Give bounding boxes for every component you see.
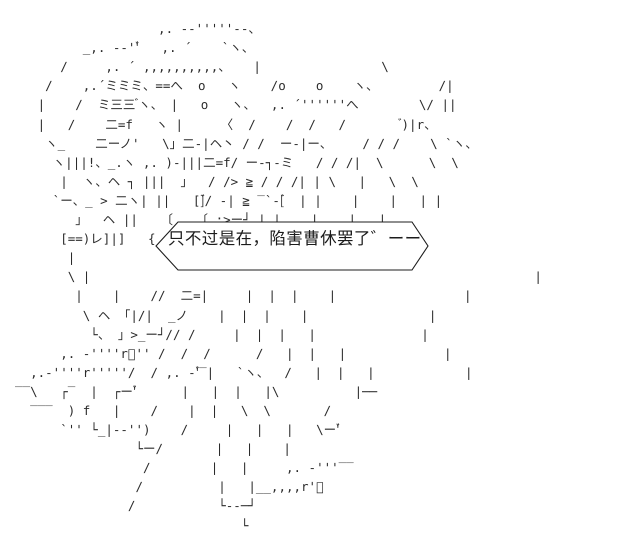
screenshot-canvas: ,. -‐'''''‐-、 _,. -‐''゙ ,. ´ `ヽ、 / ,. ´ … xyxy=(15,21,542,533)
balloon-text: 只不过是在，陷害曹休罢了゛ーー xyxy=(168,229,422,248)
